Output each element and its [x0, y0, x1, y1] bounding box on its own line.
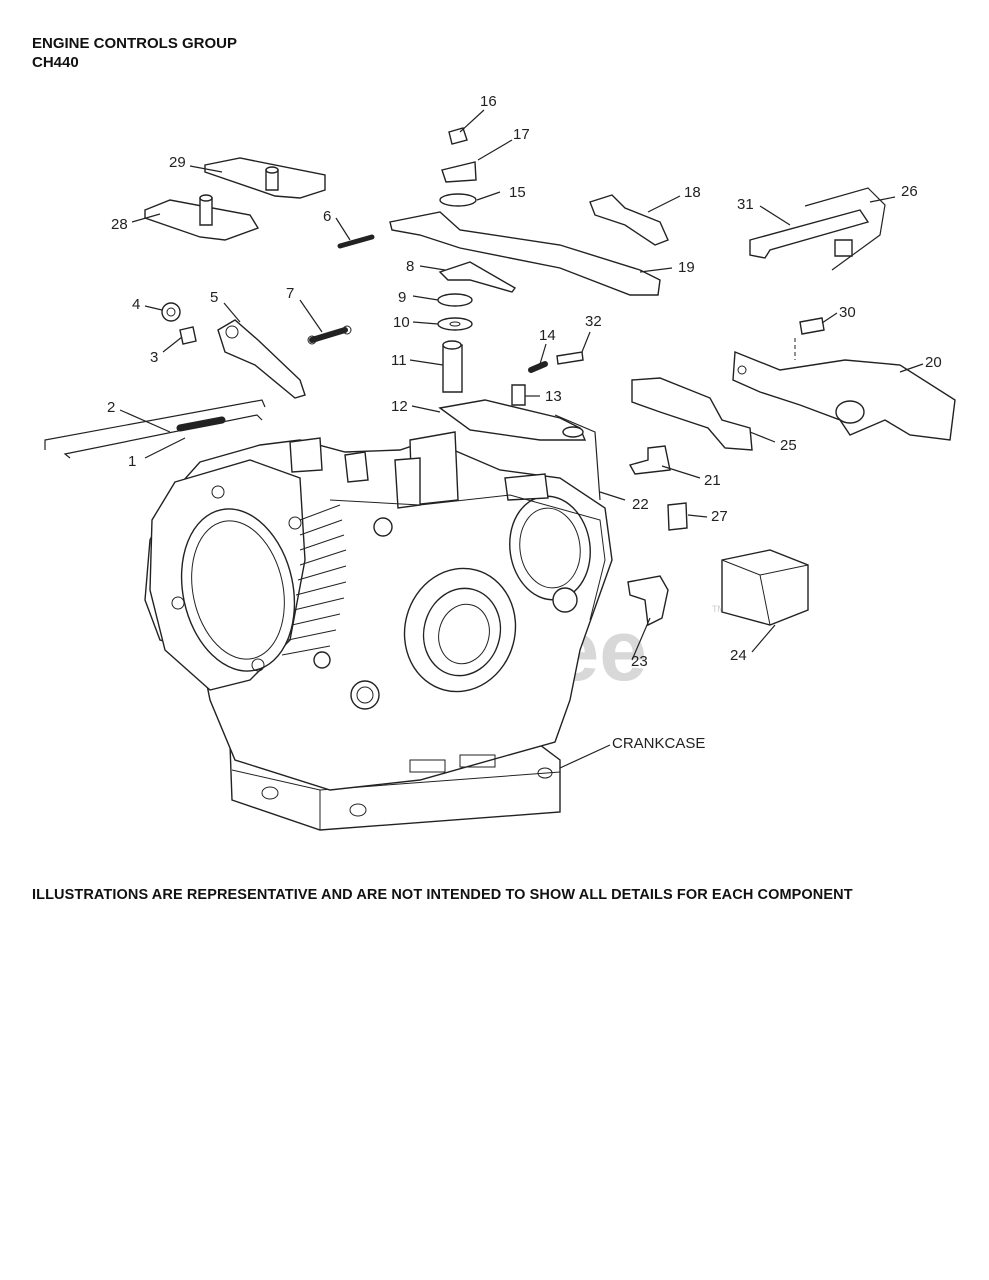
part-13	[511, 384, 526, 406]
part-15	[439, 193, 477, 207]
callout-31: 31	[737, 196, 754, 213]
part-7	[309, 327, 348, 343]
callout-20: 20	[925, 354, 942, 371]
callout-24: 24	[730, 647, 747, 664]
callout-6: 6	[323, 208, 331, 225]
part-10	[437, 317, 473, 331]
callout-21: 21	[704, 472, 721, 489]
part-26-bushing	[834, 239, 853, 257]
callout-26: 26	[901, 183, 918, 200]
callout-labels: 1 2 3 4 5 7 6 8 9 10 11 12 13 14 15 16 1…	[107, 93, 942, 752]
part-29	[204, 157, 326, 199]
part-25	[631, 377, 753, 451]
part-24	[721, 549, 809, 626]
callout-2: 2	[107, 399, 115, 416]
callout-30: 30	[839, 304, 856, 321]
callout-10: 10	[393, 314, 410, 331]
callout-4: 4	[132, 296, 140, 313]
part-8	[438, 261, 517, 293]
part-11	[442, 344, 463, 393]
callout-27: 27	[711, 508, 728, 525]
part-31	[749, 209, 870, 259]
callout-5: 5	[210, 289, 218, 306]
part-3	[179, 326, 197, 345]
callout-28: 28	[111, 216, 128, 233]
title-line-2: CH440	[32, 54, 79, 71]
callout-14: 14	[539, 327, 556, 344]
crankcase-drawing	[144, 431, 613, 831]
part-18	[589, 194, 669, 246]
callout-6-7: 7	[286, 285, 294, 302]
callout-16: 16	[480, 93, 497, 110]
part-23	[627, 575, 669, 627]
callout-3: 3	[150, 349, 158, 366]
part-5	[217, 319, 306, 399]
part-30	[799, 317, 825, 335]
leader-lines	[119, 109, 924, 769]
part-6	[337, 234, 375, 249]
part-14	[528, 361, 548, 373]
watermark-tm: TM	[712, 604, 725, 614]
part-32	[556, 351, 584, 365]
callout-15: 15	[509, 184, 526, 201]
callout-19: 19	[678, 259, 695, 276]
part-21	[628, 445, 671, 475]
part-20	[732, 350, 956, 441]
callout-23: 23	[631, 653, 648, 670]
exploded-parts-diagram: PartsTree TM	[44, 93, 956, 831]
part-4	[161, 302, 181, 322]
callout-22: 22	[632, 496, 649, 513]
page-title: ENGINE CONTROLS GROUP CH440	[32, 34, 237, 72]
callout-11: 11	[391, 352, 407, 369]
part-17	[441, 161, 477, 183]
title-line-1: ENGINE CONTROLS GROUP	[32, 35, 238, 52]
callout-29: 29	[169, 154, 186, 171]
part-9	[437, 293, 473, 307]
callout-25: 25	[780, 437, 797, 454]
callout-1: 1	[128, 453, 136, 470]
part-throttle-linkage	[44, 399, 266, 459]
part-26-bracket	[804, 187, 886, 271]
part-16	[448, 127, 468, 145]
callout-18: 18	[684, 184, 701, 201]
part-22	[554, 414, 601, 501]
callout-12: 12	[391, 398, 408, 415]
callout-32: 32	[585, 313, 602, 330]
crankcase-label: CRANKCASE	[612, 735, 705, 752]
callout-13: 13	[545, 388, 562, 405]
footer-note: ILLUSTRATIONS ARE REPRESENTATIVE AND ARE…	[32, 887, 853, 903]
part-19	[389, 211, 661, 296]
callout-9: 9	[398, 289, 406, 306]
callout-17: 17	[513, 126, 530, 143]
part-27	[667, 502, 688, 531]
callout-8: 8	[406, 258, 414, 275]
